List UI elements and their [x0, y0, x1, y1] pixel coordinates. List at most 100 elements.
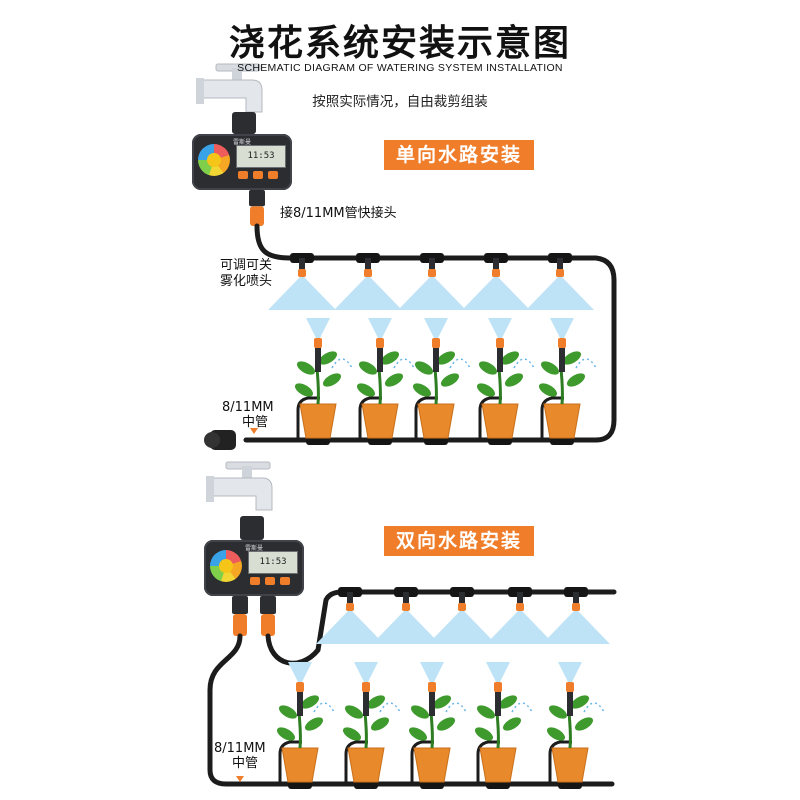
plant-pot [347, 747, 385, 783]
nozzle-riser [559, 346, 565, 372]
drip-riser [358, 396, 382, 440]
timer-button [280, 577, 290, 585]
plant-leaf [276, 727, 296, 741]
faucet-wall-mount [196, 78, 204, 104]
nozzle-riser [315, 346, 321, 372]
nozzle-head [494, 682, 502, 692]
nozzle-riser [567, 690, 573, 716]
mist-nozzle-icon [542, 592, 610, 644]
plant-pot [299, 403, 337, 439]
mist-nozzle-icon [558, 662, 582, 716]
plant-pot [417, 403, 455, 439]
nozzle-stem [459, 592, 465, 604]
nozzle-stem [429, 258, 435, 270]
drip-tube [476, 740, 500, 784]
plant-leaf [356, 383, 376, 397]
plant-leaf [410, 705, 430, 719]
drip-riser [296, 396, 320, 440]
faucet-icon [206, 461, 273, 511]
nozzle-head [496, 338, 504, 348]
mist-nozzle-icon [398, 258, 466, 310]
plant-pot [481, 403, 519, 439]
nozzle-head [402, 603, 410, 611]
spray-cone [372, 611, 440, 644]
connector-nut [249, 190, 265, 207]
water-arc [511, 702, 533, 713]
nozzle-head [458, 603, 466, 611]
nozzle-head [566, 682, 574, 692]
plant-leaf [436, 351, 456, 365]
water-arc [331, 358, 353, 369]
page-note: 按照实际情况，自由裁剪组装 [312, 94, 488, 110]
plant-leaf [408, 727, 428, 741]
plant-leaf [476, 705, 496, 719]
nozzle-head [314, 338, 322, 348]
mist-nozzle-icon [550, 318, 574, 372]
spray-cone [424, 318, 448, 338]
spray-cone [288, 662, 312, 682]
spray-cone [550, 318, 574, 338]
plant-leaf [300, 695, 320, 709]
nozzle-riser [497, 346, 503, 372]
nozzle-head [516, 603, 524, 611]
plant-pot [281, 747, 319, 783]
plant-leaf [548, 705, 568, 719]
mist-nozzle-icon [334, 258, 402, 310]
drip-riser [478, 396, 502, 440]
spray-cone [316, 611, 384, 644]
connector-nut [232, 596, 248, 614]
pipe-segment [243, 223, 617, 443]
double-route-banner: 双向水路安装 [384, 526, 535, 556]
spray-cone [462, 277, 530, 310]
mist-nozzle-icon [420, 662, 444, 716]
potted-plant-icon [538, 351, 597, 439]
quick-connector-icon [232, 596, 248, 636]
water-arc [379, 702, 401, 713]
mist-nozzle-icon [354, 662, 378, 716]
plant-leaf [294, 383, 314, 397]
spray-cone [486, 662, 510, 682]
plant-leaf [278, 705, 298, 719]
drip-riser [410, 740, 434, 784]
timer-button [265, 577, 275, 585]
spray-cone [268, 277, 336, 310]
mist-nozzle-icon [288, 662, 312, 716]
water-arc [313, 702, 335, 713]
plant-leaf [502, 717, 522, 731]
faucet-body [211, 477, 273, 511]
timer-button [253, 171, 263, 179]
plant-leaf [380, 351, 400, 365]
connector-sleeve [250, 206, 264, 226]
nozzle-stem [347, 592, 353, 604]
plant-pot [543, 403, 581, 439]
timer-button [268, 171, 278, 179]
mist-nozzle-icon [316, 592, 384, 644]
quick-connector-icon [249, 190, 265, 226]
plant-leaf [296, 361, 316, 375]
connector-nut [260, 596, 276, 614]
spray-cone [398, 277, 466, 310]
end-cap-knob [204, 432, 220, 448]
spray-cone [334, 277, 402, 310]
water-arc [513, 358, 535, 369]
nozzle-riser [363, 690, 369, 716]
mist-nozzle-icon [368, 318, 392, 372]
spray-cone [542, 611, 610, 644]
potted-plant-icon [342, 695, 401, 783]
plant-leaf [344, 705, 364, 719]
double-pipe-label-line1: 8/11MM [214, 741, 266, 756]
plant-leaf [342, 727, 362, 741]
mist-nozzle-icon [306, 318, 330, 372]
nozzle-head [428, 269, 436, 277]
nozzle-head [364, 269, 372, 277]
spray-cone [420, 662, 444, 682]
pointer-triangle [250, 428, 258, 434]
plant-leaf [504, 373, 524, 387]
nozzle-head [298, 269, 306, 277]
nozzle-label-line2: 雾化喷头 [220, 274, 273, 289]
plant-leaf [370, 717, 390, 731]
nozzle-stem [517, 592, 523, 604]
plant-leaf [546, 727, 566, 741]
